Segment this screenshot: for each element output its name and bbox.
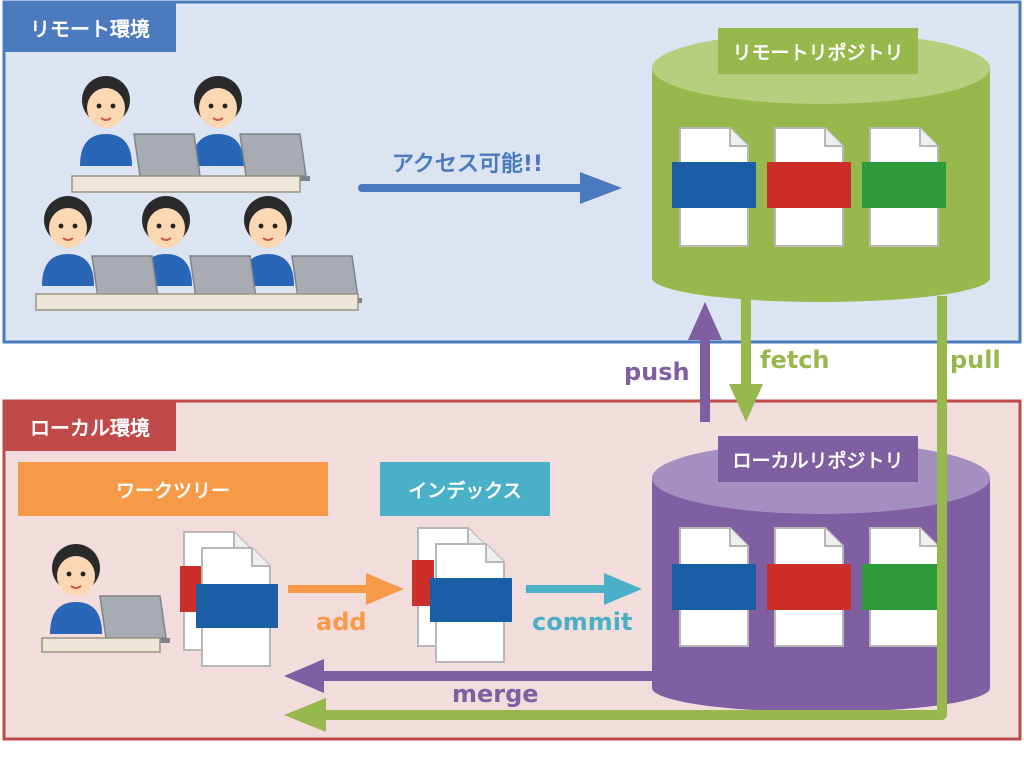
add-label: add xyxy=(316,608,367,636)
remote-file-blue-icon xyxy=(672,127,756,247)
commit-arrow xyxy=(526,573,642,605)
local-file-red-icon xyxy=(767,527,851,647)
index-files-icon xyxy=(412,527,512,663)
remote-repository-label: リモートリポジトリ xyxy=(732,41,904,64)
pull-arrow xyxy=(284,296,947,732)
local-repo-files xyxy=(672,527,946,647)
local-file-blue-icon xyxy=(672,527,756,647)
merge-label: merge xyxy=(452,680,539,708)
remote-environment-label: リモート環境 xyxy=(30,16,150,41)
local-user-illustration xyxy=(41,543,171,653)
access-label: アクセス可能!! xyxy=(392,152,543,177)
access-arrow xyxy=(358,172,622,204)
index-label: インデックス xyxy=(380,462,550,516)
laptop-icon xyxy=(93,595,171,644)
remote-file-green-icon xyxy=(862,127,946,247)
remote-file-red-icon xyxy=(767,127,851,247)
work-tree-label: ワークツリー xyxy=(18,462,328,516)
laptop-icon xyxy=(233,133,311,182)
push-label: push xyxy=(624,358,690,386)
local-environment-label: ローカル環境 xyxy=(30,415,150,440)
remote-users-illustration xyxy=(35,75,363,311)
pull-label: pull xyxy=(950,346,1001,374)
commit-label: commit xyxy=(532,608,633,636)
fetch-label: fetch xyxy=(760,346,830,374)
worktree-files-icon xyxy=(180,531,278,667)
merge-arrow xyxy=(284,659,652,693)
local-file-green-icon xyxy=(862,527,946,647)
fetch-arrow xyxy=(729,298,763,422)
local-repository-label: ローカルリポジトリ xyxy=(732,449,904,472)
remote-repo-files xyxy=(672,127,946,247)
laptop-icon xyxy=(127,133,205,182)
add-arrow xyxy=(288,573,404,605)
push-arrow xyxy=(688,302,722,422)
